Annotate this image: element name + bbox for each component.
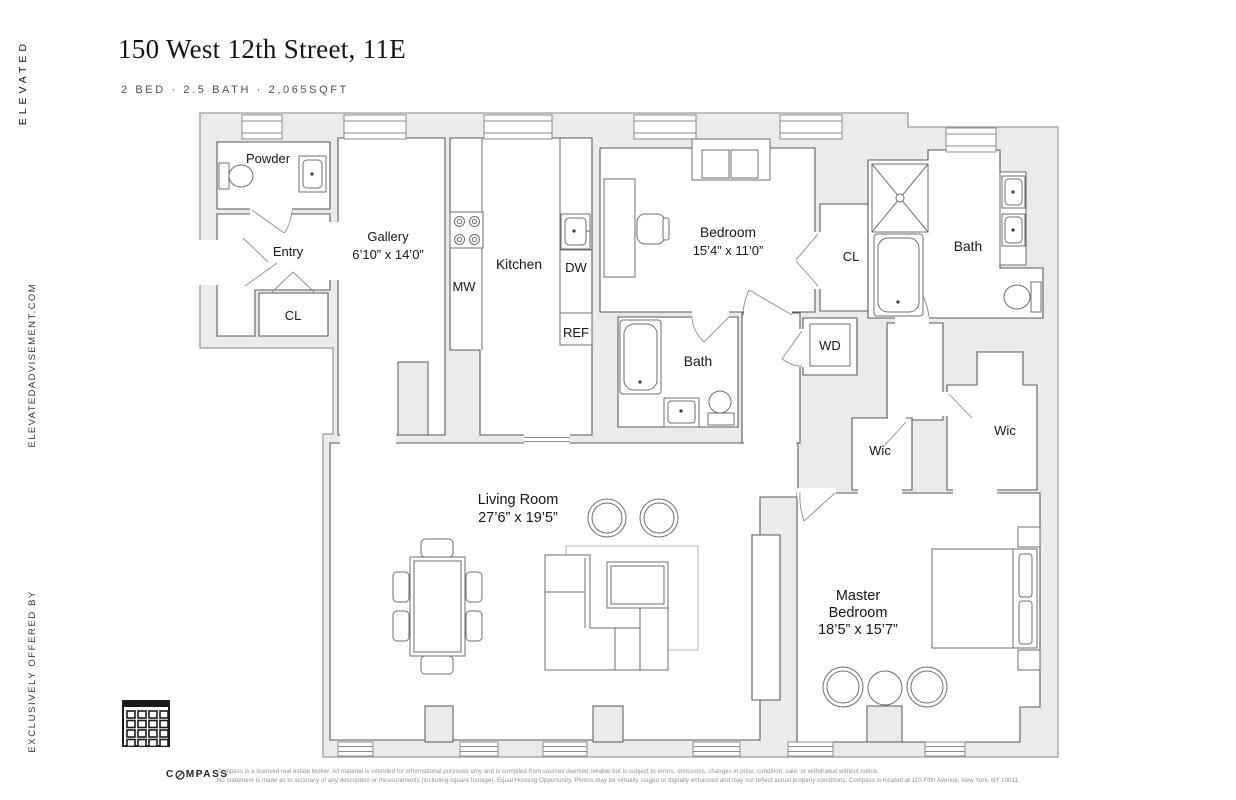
windows (241, 114, 997, 757)
label-dishwasher: DW (565, 260, 587, 275)
bathtub (873, 233, 924, 317)
floorplan: Powder Entry CL Gallery 6’10” x 14’0” Ki… (199, 112, 1059, 758)
building-grid-icon (122, 700, 170, 747)
window (924, 741, 966, 757)
brand-website-label: ELEVATEDADVISEMENT.COM (27, 283, 38, 448)
compass-needle-icon (175, 769, 185, 780)
desk (603, 178, 636, 278)
label-gallery: Gallery (367, 229, 409, 244)
furniture (218, 138, 1042, 708)
window (459, 741, 499, 757)
sink (298, 155, 327, 193)
coffee-table (606, 561, 669, 609)
room-labels: Powder Entry CL Gallery 6’10” x 14’0” Ki… (246, 151, 1016, 638)
label-entry: Entry (273, 244, 304, 259)
label-living-room-dim: 27’6” x 19’5” (478, 510, 558, 526)
double-vanity (999, 171, 1027, 266)
hall-center (886, 322, 944, 421)
barrel-chair (639, 498, 679, 538)
compass-logo: C MPASS (166, 769, 229, 780)
label-washer-dryer: WD (819, 338, 841, 353)
label-bath-ensuite: Bath (954, 239, 982, 254)
wall-stubs (397, 361, 903, 743)
compass-logo-text-left: C (166, 769, 175, 780)
label-bedroom: Bedroom (700, 225, 756, 240)
refrigerator-box (559, 312, 593, 346)
master-bed (931, 548, 1038, 649)
window (633, 114, 697, 140)
disclaimer-line-1: Compass is a licensed real estate broker… (217, 769, 879, 775)
disclaimer-line-2: No statement is made as to accuracy of a… (217, 777, 1020, 784)
label-master-2: Bedroom (829, 605, 888, 621)
window (337, 741, 374, 757)
sink (663, 397, 700, 428)
window (483, 114, 553, 140)
compass-logo-text-right: MPASS (185, 769, 229, 780)
nightstand (1017, 649, 1041, 671)
label-bedroom-closet: CL (843, 249, 860, 264)
room-entry (216, 213, 331, 337)
label-gallery-dim: 6’10” x 14’0” (352, 247, 424, 262)
dining-table (392, 538, 483, 675)
column-stub-2 (592, 705, 624, 743)
listing-stats: 2 BED · 2.5 BATH · 2,065SQFT (121, 84, 349, 96)
legal-disclaimer: Compass is a licensed real estate broker… (217, 768, 1229, 785)
window (787, 741, 834, 757)
window (692, 741, 741, 757)
room-kitchen (449, 137, 593, 436)
column-stub-1 (424, 705, 454, 743)
label-wic-2: Wic (994, 423, 1016, 438)
bathtub (619, 319, 662, 395)
room-gallery (337, 137, 446, 436)
page-title: 150 West 12th Street, 11E (118, 34, 407, 64)
label-powder: Powder (246, 151, 291, 166)
label-master-dim: 18’5” x 15’7” (818, 622, 898, 638)
label-wic-1: Wic (869, 443, 891, 458)
hall-west (741, 312, 801, 444)
label-living-room: Living Room (478, 492, 559, 508)
label-microwave: MW (452, 279, 476, 294)
kitchen-sink (560, 213, 591, 250)
label-kitchen: Kitchen (496, 257, 542, 272)
loveseat (691, 138, 771, 181)
shower (871, 163, 929, 233)
window (779, 114, 843, 140)
side-table (867, 670, 903, 706)
gallery-wall-stub (397, 361, 429, 436)
window (241, 114, 283, 140)
window (542, 741, 588, 757)
column-stub-master (866, 705, 903, 743)
label-master-1: Master (836, 588, 880, 604)
brand-elevated-label: ELEVATED (17, 40, 29, 126)
room-entry-closet (258, 292, 329, 337)
label-entry-closet: CL (285, 308, 302, 323)
stove-icon (449, 211, 484, 249)
washer-dryer-box (809, 323, 851, 367)
label-bedroom-dim: 15’4” x 11’0” (693, 243, 764, 258)
label-bath-hall: Bath (684, 354, 712, 369)
barrel-chair (822, 666, 864, 708)
toilet (218, 162, 254, 190)
nightstand (1017, 526, 1041, 548)
window (343, 114, 407, 140)
toilet (1003, 281, 1042, 313)
barrel-chair (587, 498, 627, 538)
exclusively-offered-by-label: EXCLUSIVELY OFFERED BY (27, 590, 38, 753)
toilet (707, 390, 735, 426)
label-refrigerator: REF (563, 325, 589, 340)
wall-niche (751, 534, 781, 701)
desk-chair (636, 213, 670, 245)
barrel-chair (906, 666, 948, 708)
window (945, 127, 997, 153)
